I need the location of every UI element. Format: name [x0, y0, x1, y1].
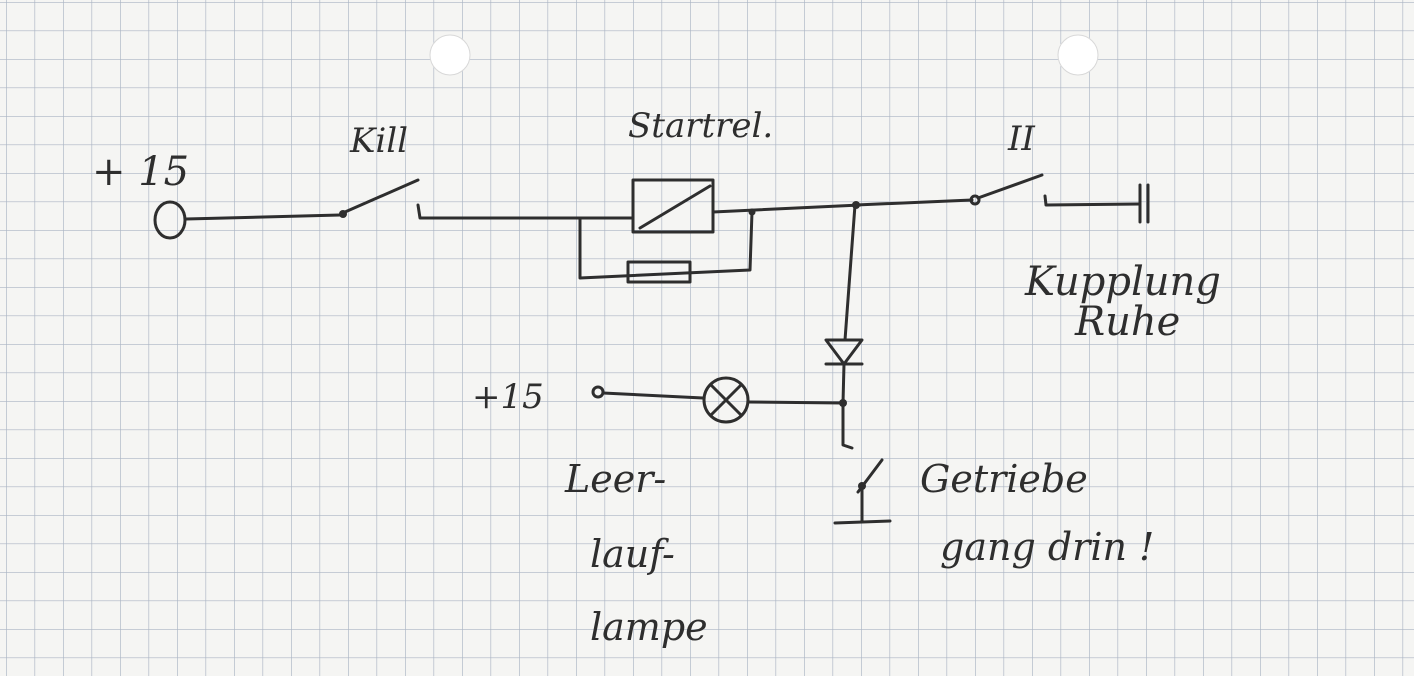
clutch-switch: [852, 173, 1150, 224]
clutch-switch-label: II: [1007, 119, 1035, 159]
kill-switch-label: Kill: [349, 121, 408, 161]
start-relay: [578, 178, 862, 284]
punch-hole: [1057, 34, 1099, 76]
lamp-label-line3: lampe: [590, 605, 708, 649]
gear-switch: [833, 458, 892, 525]
idle-lamp: [591, 376, 845, 424]
lamp-label-line1: Leer-: [564, 457, 666, 501]
supply-label: + 15: [92, 149, 189, 195]
kill-switch: [339, 178, 582, 220]
gear-label-line2: gang drin !: [940, 525, 1154, 569]
lamp-supply-label: +15: [472, 377, 544, 417]
gear-label-line1: Getriebe: [920, 457, 1088, 501]
clutch-label-line1: Kupplung: [1024, 259, 1221, 305]
start-relay-label: Startrel.: [628, 106, 773, 146]
lamp-label-line2: lauf-: [590, 532, 675, 576]
supply-terminal: [153, 200, 342, 240]
clutch-label-line2: Ruhe: [1074, 299, 1180, 345]
punch-hole: [429, 34, 471, 76]
relay-resistor: [626, 260, 692, 284]
diode: [824, 203, 864, 450]
